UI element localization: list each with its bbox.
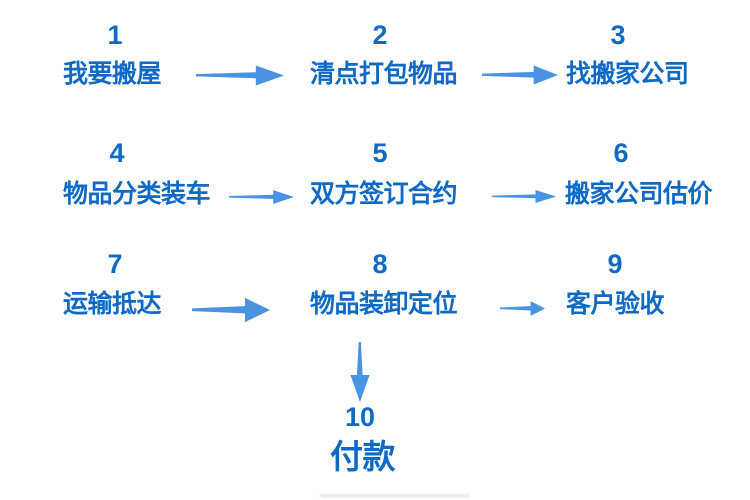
step-8-number: 8 (372, 249, 388, 279)
down-arrow-icon (350, 342, 370, 402)
bottom-edge-artifact (320, 494, 470, 498)
right-arrow-icon (192, 297, 270, 323)
step-3-label: 找搬家公司 (566, 60, 689, 88)
step-6-label: 搬家公司估价 (565, 180, 713, 208)
step-5-label: 双方签订合约 (310, 180, 458, 208)
step-5-number: 5 (372, 138, 388, 168)
right-arrow-icon (482, 65, 558, 85)
step-9-label: 客户验收 (566, 290, 665, 318)
step-1-label: 我要搬屋 (63, 60, 162, 88)
step-7-number: 7 (107, 249, 123, 279)
step-2-label: 清点打包物品 (310, 60, 458, 88)
right-arrow-icon (500, 301, 545, 316)
right-arrow-icon (196, 65, 284, 86)
step-8-label: 物品装卸定位 (310, 290, 458, 318)
step-2-number: 2 (372, 20, 388, 50)
right-arrow-icon (492, 190, 556, 203)
step-6-number: 6 (613, 138, 629, 168)
step-10-label: 付款 (330, 438, 396, 475)
step-7-label: 运输抵达 (63, 290, 162, 318)
step-10-number: 10 (344, 402, 376, 432)
step-4-number: 4 (109, 138, 125, 168)
step-1-number: 1 (107, 20, 123, 50)
step-4-label: 物品分类装车 (63, 180, 211, 208)
step-9-number: 9 (607, 249, 623, 279)
step-3-number: 3 (610, 20, 626, 50)
right-arrow-icon (229, 190, 294, 204)
